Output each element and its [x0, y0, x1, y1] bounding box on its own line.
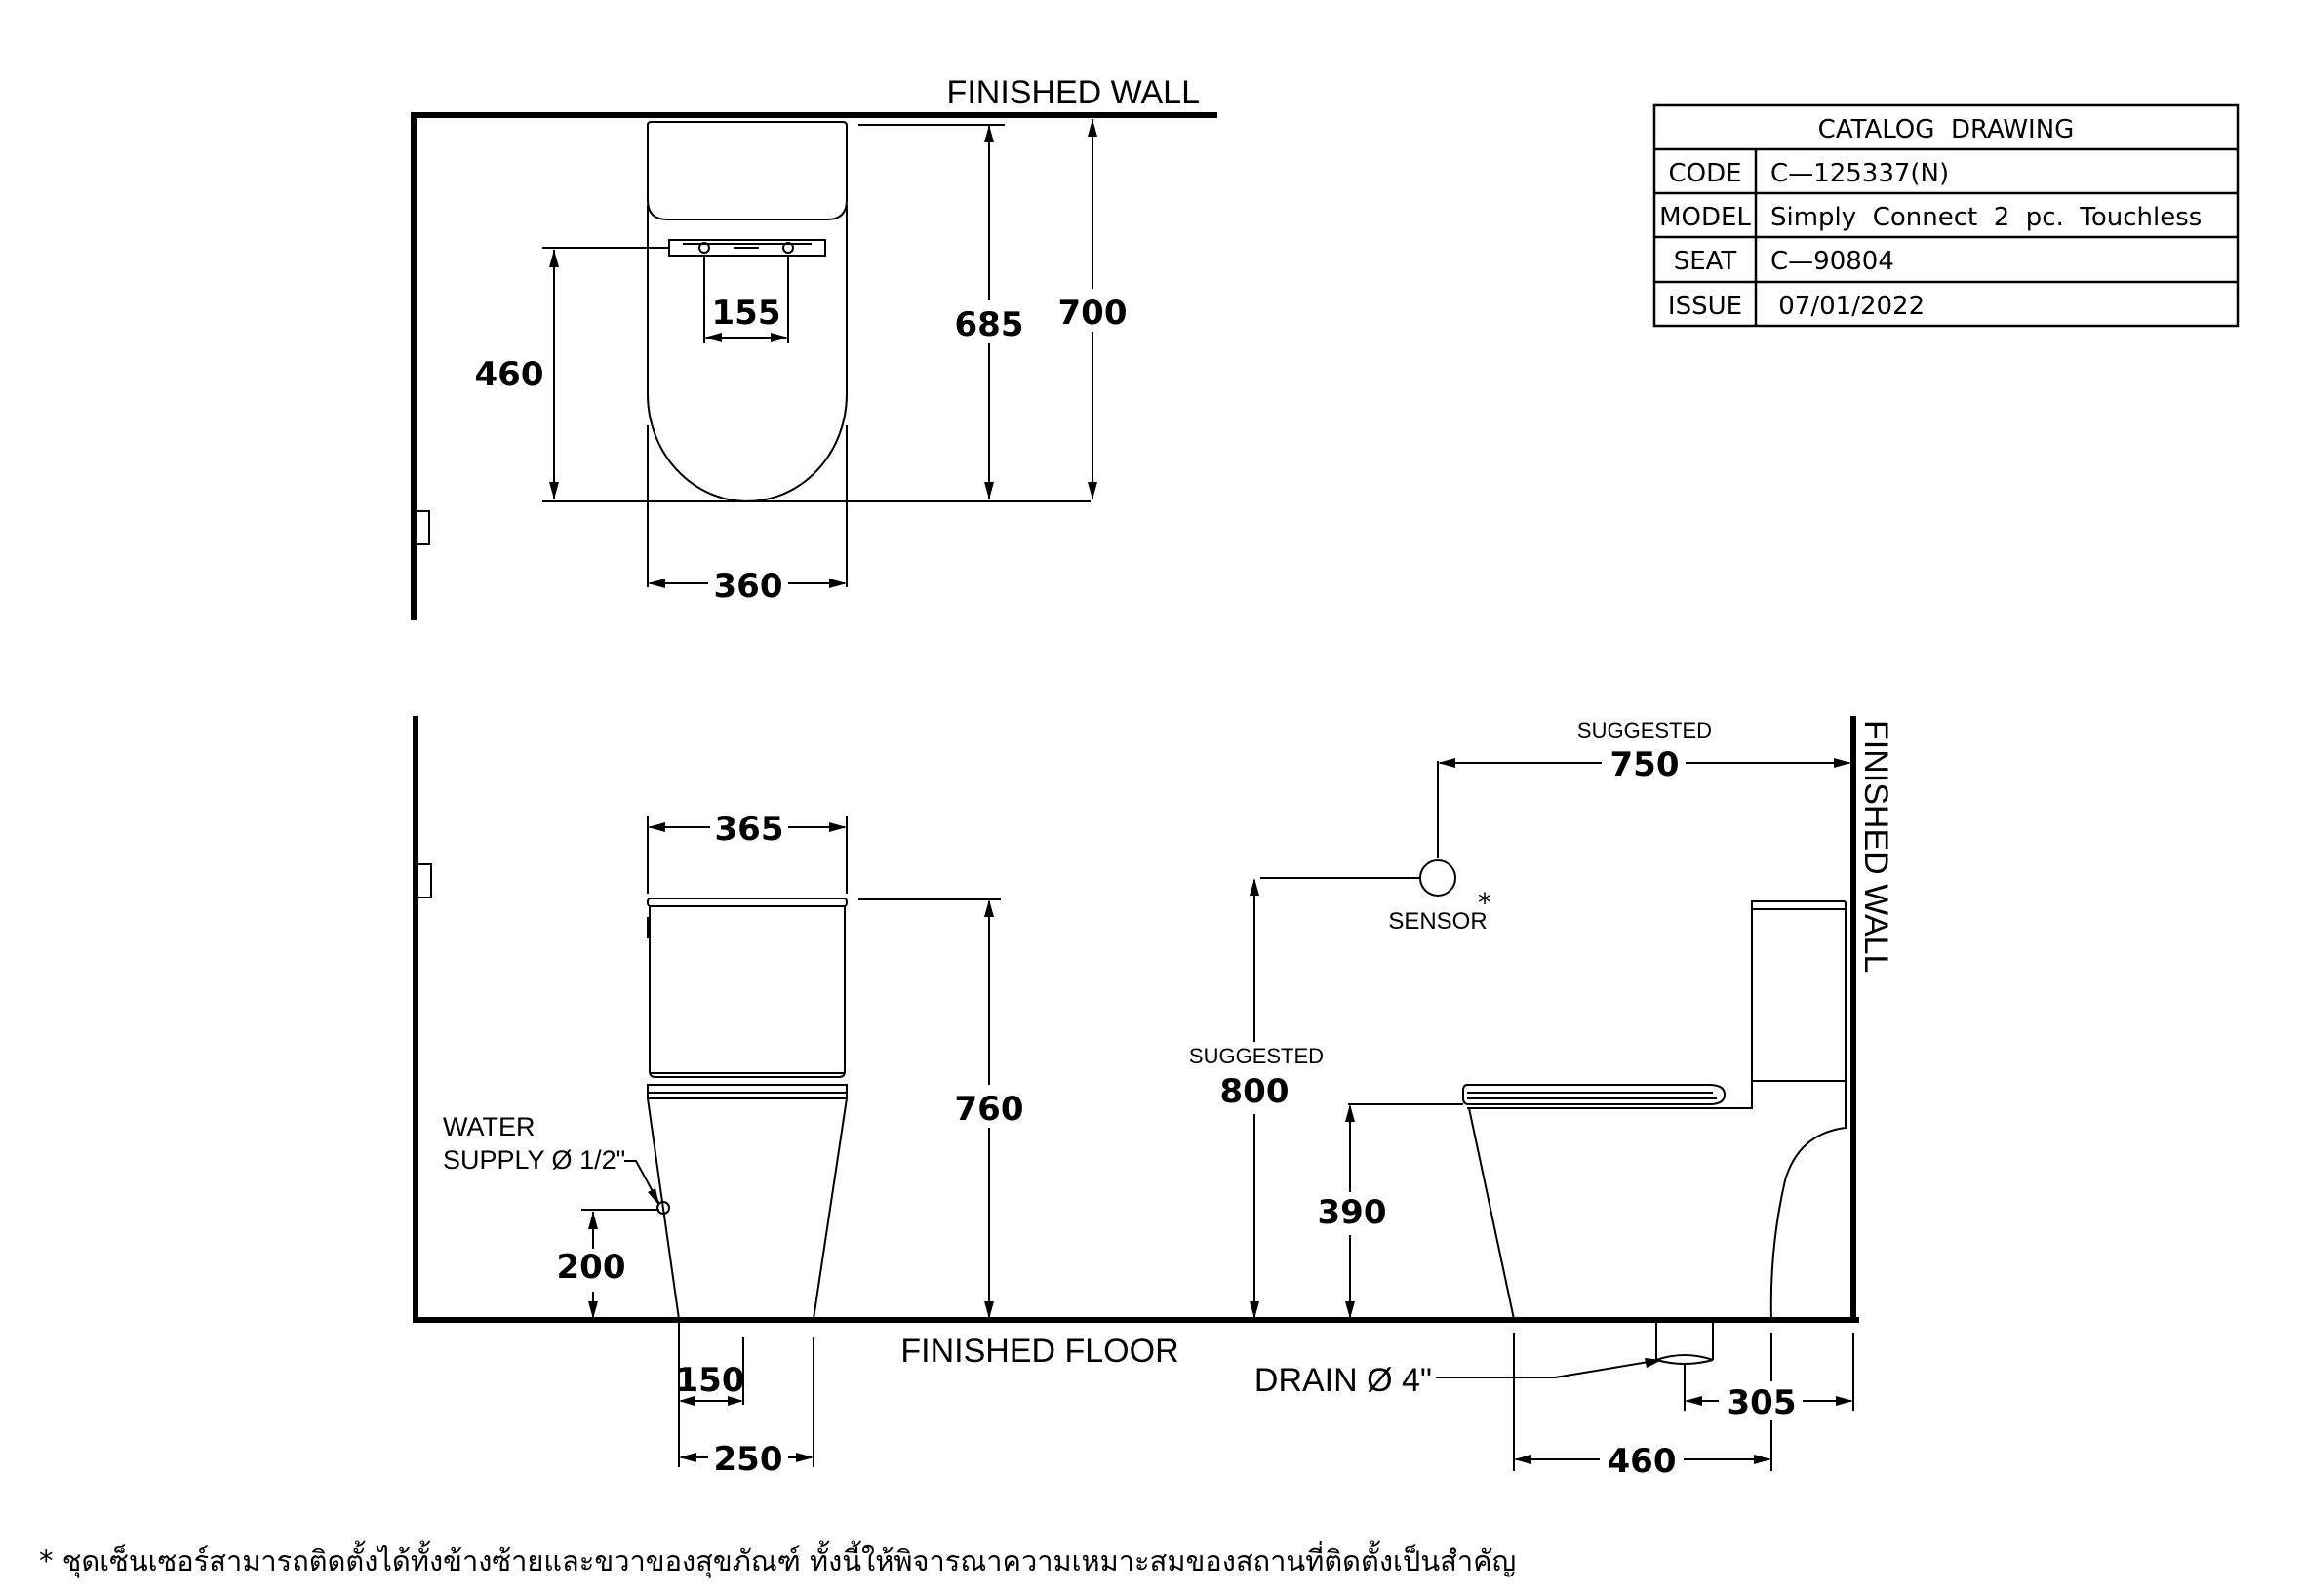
plan-dim-155: 155: [712, 294, 781, 333]
side-dim-305: 305: [1728, 1383, 1797, 1422]
side-dim-460: 460: [1608, 1442, 1677, 1481]
front-toilet-outline: [647, 898, 848, 1320]
title-block-seat-label: SEAT: [1674, 247, 1737, 276]
front-dim-250: 250: [714, 1440, 783, 1479]
front-dim-760: 760: [955, 1090, 1024, 1129]
title-block-model-value: Simply Connect 2 pc. Touchless: [1770, 203, 2202, 232]
plan-dim-460: 460: [475, 355, 544, 394]
front-wall-outlet: [417, 863, 432, 898]
sensor-icon: [1419, 859, 1456, 897]
title-block-issue-value: 07/01/2022: [1770, 292, 1925, 321]
plan-dim-360: 360: [714, 567, 783, 606]
plan-finished-wall-label: FINISHED WALL: [947, 74, 1200, 111]
drain-label: DRAIN Ø 4": [1254, 1362, 1432, 1399]
water-supply-label-line1: WATER: [443, 1112, 536, 1141]
plan-dim-685: 685: [955, 305, 1024, 344]
suggested-750-caption: SUGGESTED: [1577, 718, 1712, 742]
plan-wall-outlet: [415, 510, 430, 545]
front-dim-365: 365: [715, 810, 784, 849]
plan-finished-wall: [411, 112, 1217, 620]
title-block-model-label: MODEL: [1659, 203, 1751, 232]
side-view: FINISHED WALL SENSOR * SUGGESTED 750 SUG…: [1189, 716, 1894, 1481]
side-dim-800: 800: [1220, 1072, 1290, 1111]
front-view: FINISHED FLOOR 365 760 WATER SUP: [413, 716, 1859, 1479]
title-block-code-value: C—125337(N): [1770, 159, 1949, 188]
plan-view: FINISHED WALL 460 155: [411, 74, 1217, 620]
side-dim-750: 750: [1610, 745, 1680, 784]
side-toilet-outline: [1462, 900, 1847, 1320]
title-block-seat-value: C—90804: [1770, 247, 1894, 276]
footnote: * ชุดเซ็นเซอร์สามารถติดตั้งได้ทั้งข้างซ้…: [39, 1540, 1516, 1578]
title-block-issue-label: ISSUE: [1668, 292, 1742, 321]
front-dim-200: 200: [557, 1248, 626, 1287]
plan-dim-700: 700: [1058, 294, 1128, 333]
plan-toilet-outline: [647, 121, 848, 587]
title-block-code-label: CODE: [1668, 159, 1741, 188]
sensor-label: SENSOR: [1388, 908, 1487, 935]
sensor-asterisk: *: [1478, 887, 1491, 919]
title-block-heading: CATALOG DRAWING: [1818, 115, 2075, 144]
side-finished-wall-label: FINISHED WALL: [1857, 720, 1894, 973]
side-dim-390: 390: [1318, 1193, 1387, 1232]
front-dim-150: 150: [676, 1361, 745, 1400]
suggested-800-caption: SUGGESTED: [1189, 1044, 1324, 1068]
title-block: CATALOG DRAWING CODE C—125337(N) MODEL S…: [1652, 103, 2240, 328]
finished-floor-label: FINISHED FLOOR: [900, 1333, 1178, 1370]
drain-pipe: [1655, 1323, 1714, 1365]
water-supply-label-line2: SUPPLY Ø 1/2": [443, 1145, 625, 1175]
